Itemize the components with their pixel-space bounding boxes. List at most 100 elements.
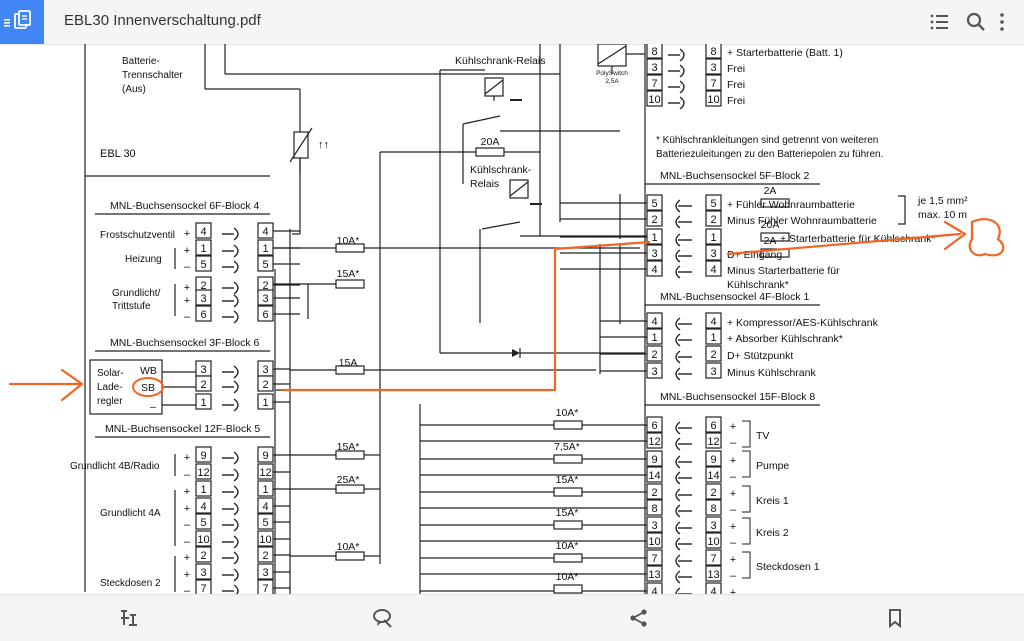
block-15f8-right-num: 12 — [707, 436, 719, 448]
max-length-label: max. 10 m — [918, 209, 967, 221]
fuse-20a — [475, 147, 505, 157]
block-4f1-title: MNL-Buchsensockel 4F-Block 1 — [660, 291, 810, 303]
sb-label: SB — [141, 382, 155, 394]
block-6f4-right-num: 1 — [262, 243, 268, 255]
relay2-label: Relais — [470, 178, 499, 190]
diode — [512, 349, 520, 357]
more-vertical-icon[interactable] — [994, 10, 1010, 34]
comment-icon[interactable] — [372, 607, 394, 629]
block-15f8-left — [646, 516, 663, 533]
top-block-right — [705, 58, 722, 75]
block-15f8-left-num: 4 — [651, 586, 657, 594]
block-4f1-left — [646, 345, 663, 362]
block-15f8-right — [705, 416, 722, 433]
block-3f6-left — [195, 393, 212, 410]
block-15f8-right — [705, 483, 722, 500]
kuehlschrank-note: * Kühlschrankleitungen sind getrennt von… — [656, 135, 878, 146]
connector-plug — [233, 535, 239, 549]
connector-socket — [675, 504, 681, 518]
fuse-15f8 — [553, 584, 583, 594]
app-menu-button[interactable] — [0, 0, 44, 44]
block-15f8-right-num: 6 — [710, 420, 716, 432]
fuse-20a-label: 20A — [481, 136, 500, 148]
fuse-5f2 — [760, 232, 790, 242]
solar-charger-label: Lade- — [97, 382, 123, 393]
block-5f2-right — [705, 228, 722, 245]
block-5f2-right-num: 4 — [710, 264, 716, 276]
block-3f6-left — [195, 375, 212, 392]
connector-plug — [233, 551, 239, 565]
block-6f4-right-num: 2 — [262, 280, 268, 292]
list-icon[interactable] — [928, 10, 952, 34]
block-4f1-label: D+ Stützpunkt — [727, 350, 793, 362]
block-15f8-left-num: 6 — [651, 420, 657, 432]
block-5f2-label: + Fühler Wohnraumbatterie — [727, 199, 855, 211]
top-block-right — [705, 74, 722, 91]
pdf-page-view[interactable]: EBL 30Batterie-Trennschalter(Aus)↑↑PolyS… — [0, 44, 1024, 594]
block-5f2-right — [705, 210, 722, 227]
bookmark-icon[interactable] — [884, 607, 906, 629]
top-block-label: Frei — [727, 95, 745, 107]
block-12f5-sign: – — [184, 585, 191, 594]
block-15f8-sign: – — [730, 471, 737, 483]
fuse-15f8 — [553, 487, 583, 497]
connector-plug — [679, 64, 685, 78]
relay2-slash — [509, 181, 529, 197]
top-block-label: Frei — [727, 63, 745, 75]
block-4f1-right-num: 2 — [710, 349, 716, 361]
block-12f5-left — [195, 480, 212, 497]
top-block-right — [705, 44, 722, 59]
block-12f5-left — [195, 563, 212, 580]
fuse-5f2-label: 2A — [764, 235, 777, 247]
edit-sign-icon[interactable] — [117, 607, 139, 629]
share-icon[interactable] — [628, 607, 650, 629]
block-5f2-left — [646, 244, 663, 261]
block-15f8-left — [646, 416, 663, 433]
search-icon[interactable] — [964, 10, 988, 34]
fuse-12f5-a — [335, 450, 365, 460]
block-12f5-left — [195, 463, 212, 480]
block-6f4-left-num: 1 — [200, 243, 206, 255]
block-15f8-right-num: 4 — [710, 586, 716, 594]
relay2-switch — [481, 221, 521, 230]
block-6f4-sign: + — [184, 295, 190, 307]
solar-charger — [89, 359, 163, 415]
block-4f1-left-num: 2 — [651, 349, 657, 361]
fuse-12f5-b — [335, 484, 365, 494]
block-12f5-right-num: 1 — [262, 484, 268, 496]
grundlicht-trittstufe-label: Trittstufe — [112, 301, 151, 312]
document-title: EBL30 Innenverschaltung.pdf — [64, 12, 261, 29]
block-5f2-left-num: 4 — [651, 264, 657, 276]
connector-plug — [233, 468, 239, 482]
fuse-6f4-a — [335, 243, 365, 253]
block-15f8-left — [646, 532, 663, 549]
block-15f8-right — [705, 565, 722, 582]
block-5f2-left — [646, 194, 663, 211]
block-12f5-left-num: 7 — [200, 583, 206, 594]
block-15f8-left — [646, 483, 663, 500]
block-6f4-right-num: 5 — [262, 259, 268, 271]
block-15f8-left-num: 8 — [651, 503, 657, 515]
solar-charger-label: Solar- — [97, 368, 124, 379]
block-15f8-right-num: 10 — [707, 536, 719, 548]
block-3f6-left-num: 2 — [200, 379, 206, 391]
block-12f5-sign: + — [184, 552, 190, 564]
connector-socket — [675, 437, 681, 451]
load-bracket — [742, 485, 751, 513]
fuse-12f5-a-label: 15A* — [337, 441, 360, 453]
fuse-15a — [335, 365, 365, 375]
block-15f8-right-num: 8 — [710, 503, 716, 515]
block-15f8-right — [705, 466, 722, 483]
fuse-12f5-c-label: 10A* — [337, 541, 360, 553]
block-5f2-label: Minus Fühler Wohnraumbatterie — [727, 215, 877, 227]
block-15f8-right — [705, 499, 722, 516]
load-label: TV — [756, 430, 769, 442]
block-6f4-left — [195, 239, 212, 256]
fuse-5f2 — [760, 198, 790, 208]
fuse-6f4-b-label: 15A* — [337, 268, 360, 280]
block-4f1-label: + Absorber Kühlschrank* — [727, 333, 843, 345]
block-15f8-left — [646, 499, 663, 516]
block-15f8-right-num: 9 — [710, 454, 716, 466]
connector-plug — [233, 227, 239, 241]
connector-socket — [675, 537, 681, 551]
